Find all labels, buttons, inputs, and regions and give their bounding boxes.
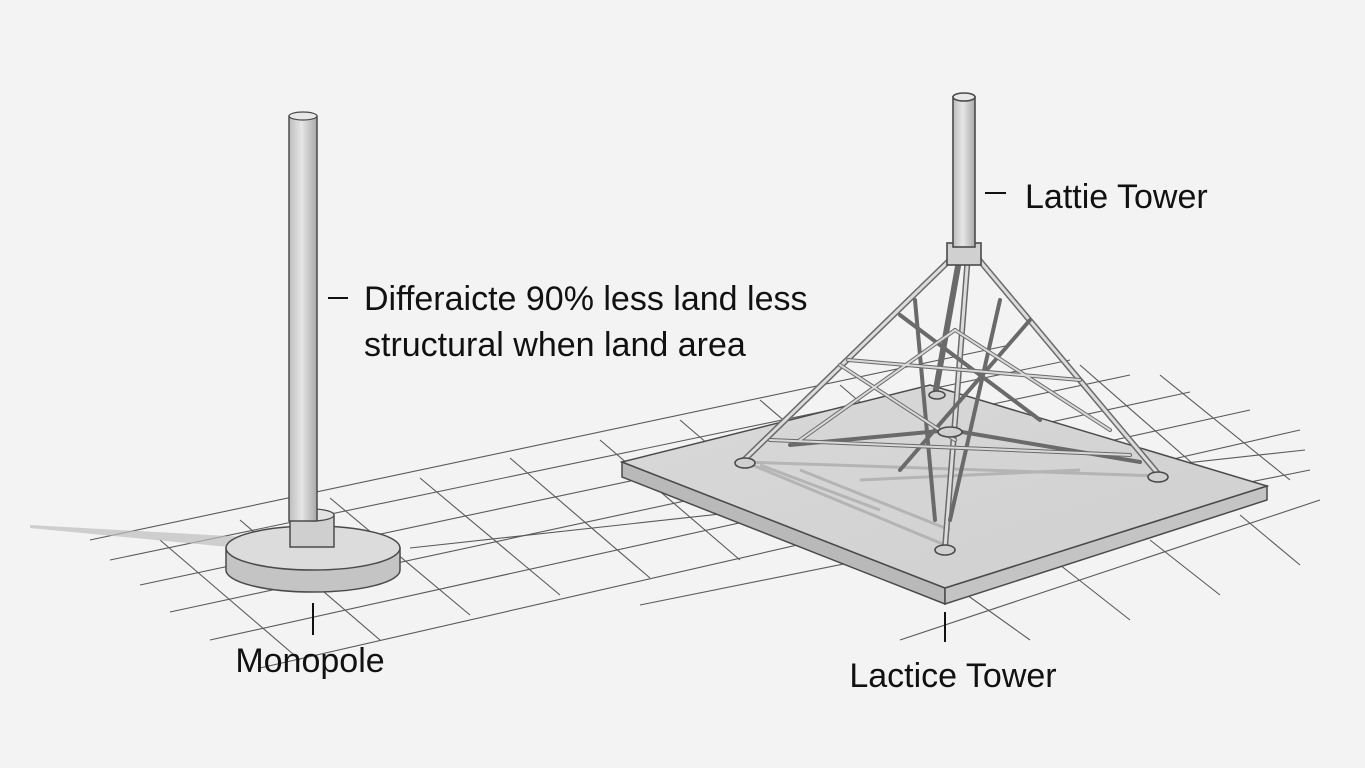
lattice-mid-collar bbox=[937, 426, 963, 438]
annotation-line-2: structural when land area bbox=[364, 326, 746, 364]
lattice-foot bbox=[934, 544, 956, 556]
lattice-slab bbox=[619, 384, 1270, 606]
lattice-tower-top-label: Lattie Tower bbox=[1025, 178, 1208, 216]
monopole-cap bbox=[288, 111, 318, 121]
lattice-mast-cap bbox=[952, 92, 976, 102]
lattice-mast bbox=[952, 96, 976, 248]
monopole-label: Monopole bbox=[235, 642, 384, 680]
monopole-tower bbox=[225, 111, 401, 593]
lattice-foot bbox=[734, 457, 756, 469]
callouts bbox=[312, 192, 1006, 642]
lattice-tower-bottom-label: Lactice Tower bbox=[849, 657, 1056, 695]
monopole-pole bbox=[288, 115, 318, 522]
lattice-foot bbox=[1147, 471, 1169, 483]
lattice-tower bbox=[734, 92, 1169, 556]
lattice-foot bbox=[928, 390, 946, 400]
annotation-line-1: Differaicte 90% less land less bbox=[364, 280, 807, 318]
